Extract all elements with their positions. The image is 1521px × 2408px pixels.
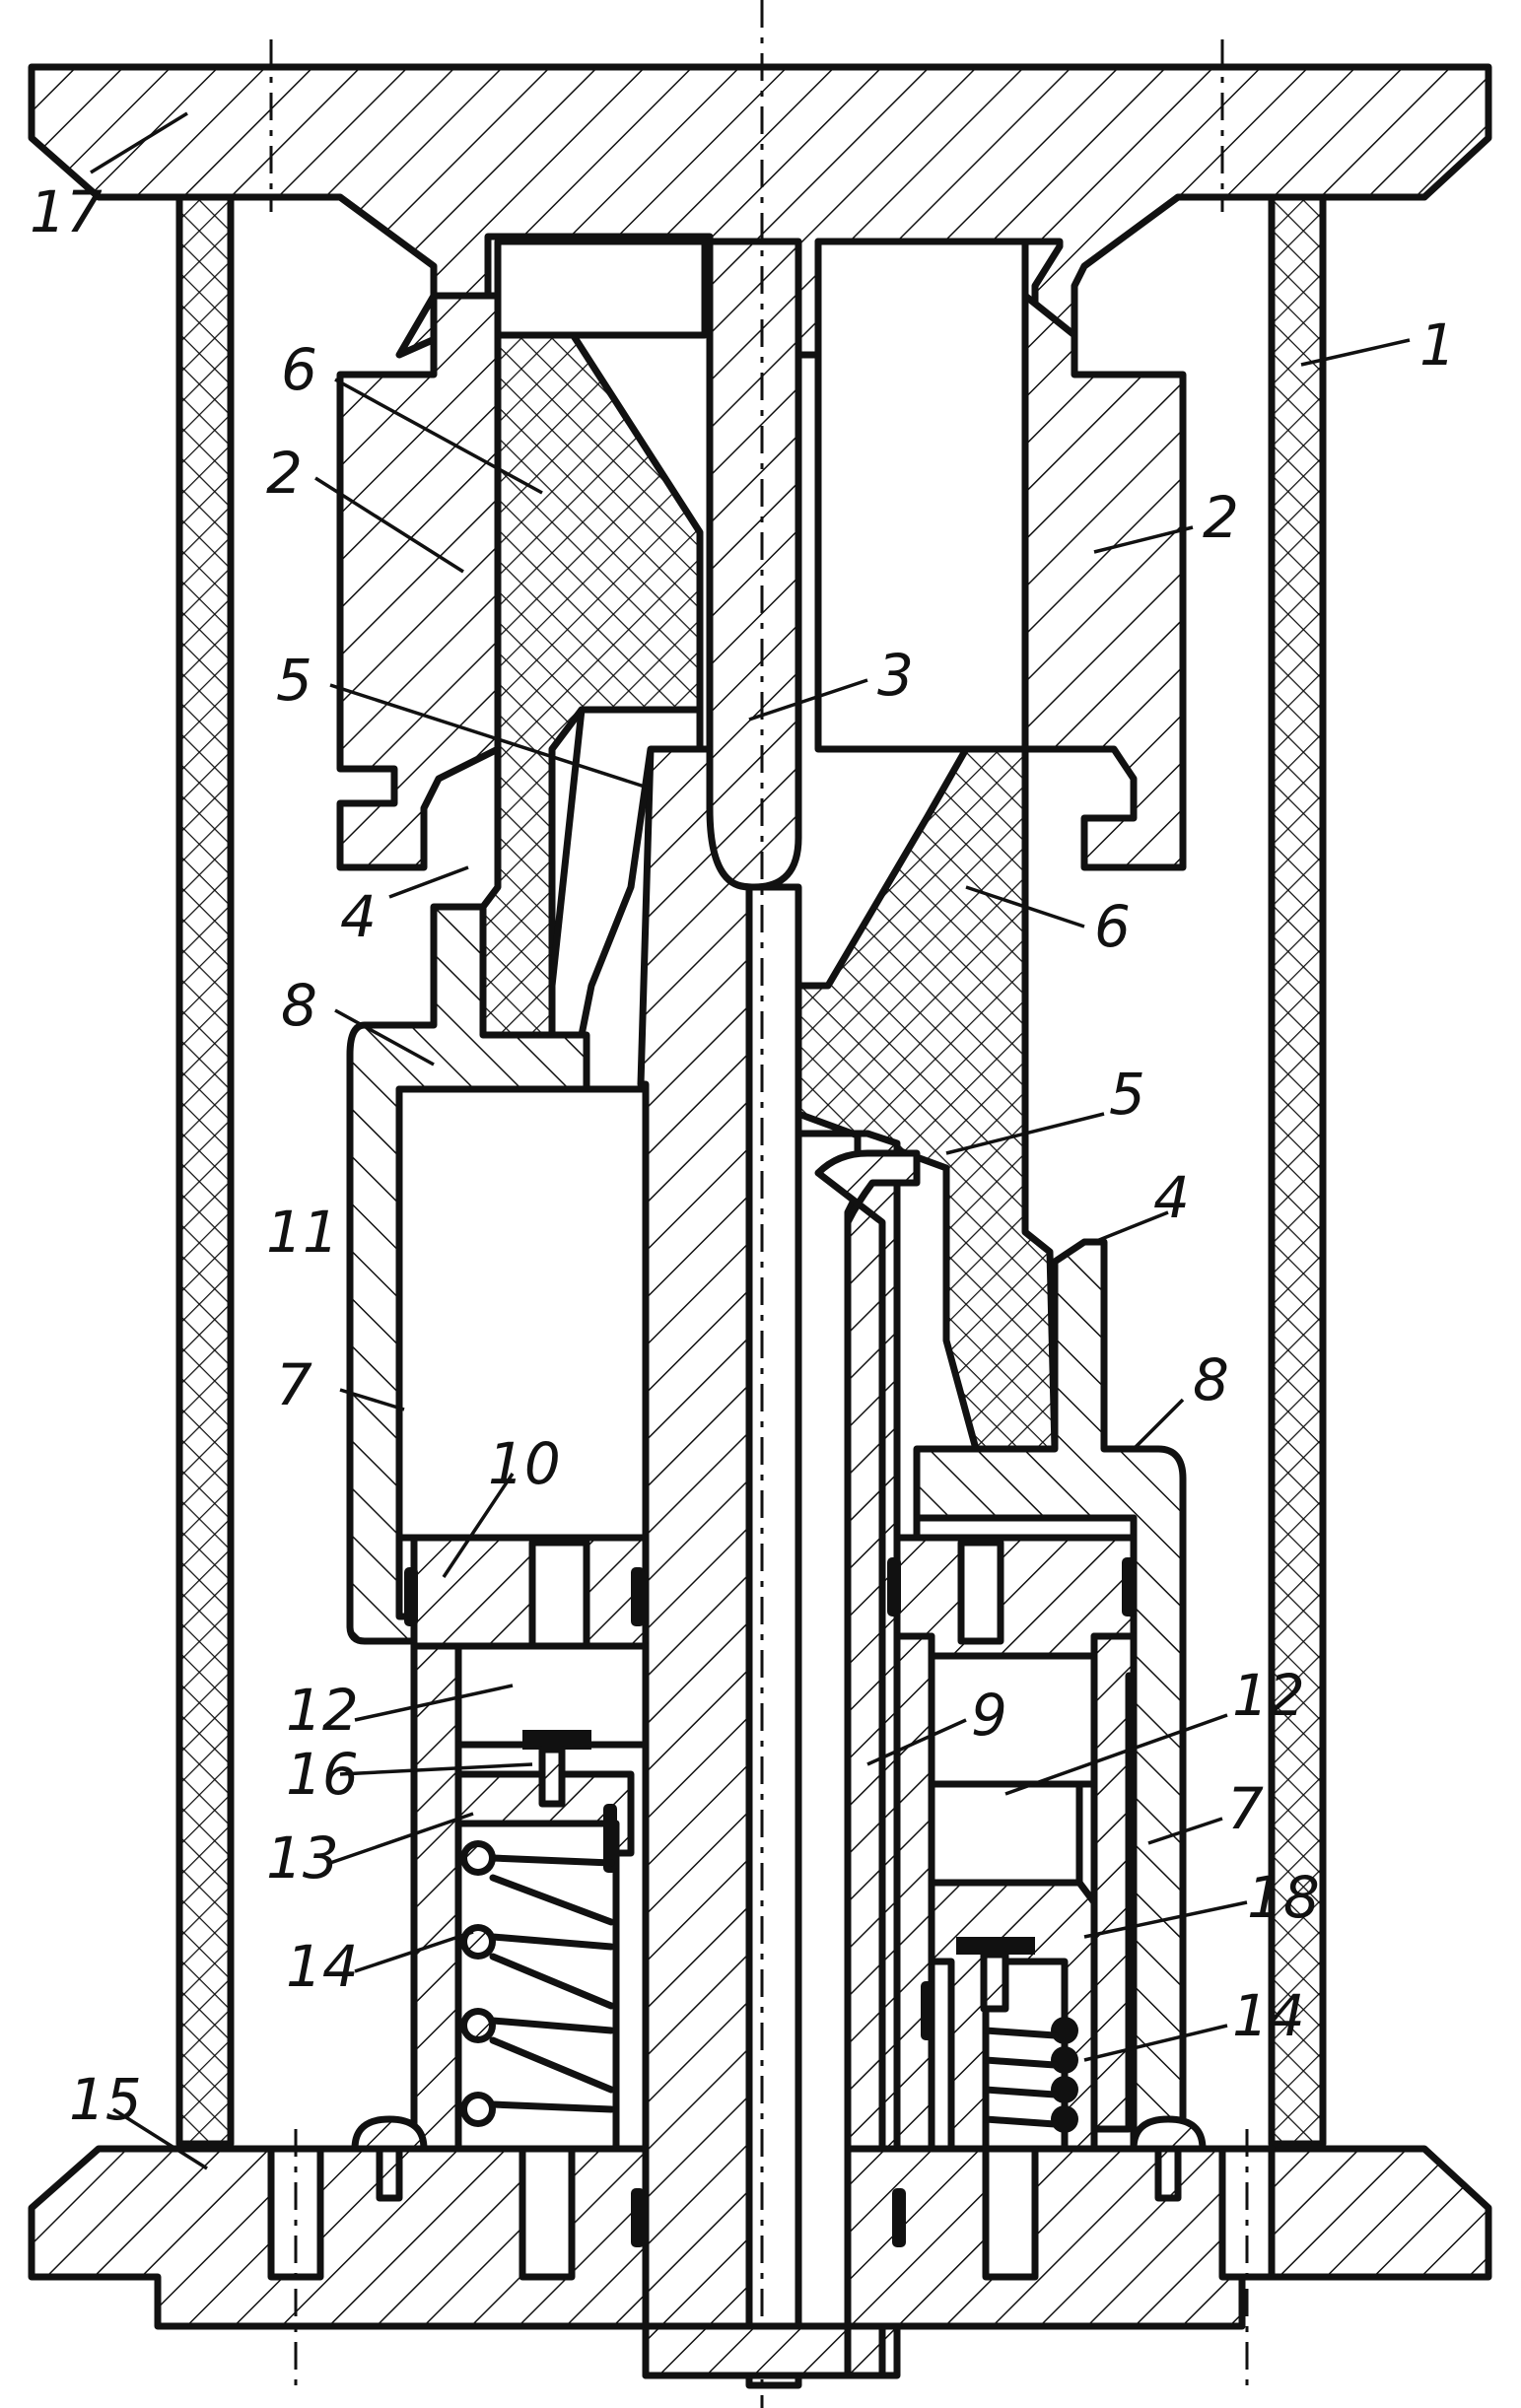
label-18: 18 [1247, 1864, 1320, 1931]
label-5-right: 5 [1109, 1061, 1145, 1128]
label-7-right: 7 [1227, 1775, 1264, 1842]
label-5-left: 5 [276, 647, 312, 714]
label-1: 1 [1419, 311, 1456, 378]
right-contact-holder [1025, 296, 1183, 867]
right-spring-cylinder [897, 1636, 1134, 2149]
label-3: 3 [877, 642, 914, 709]
left-contact-holder [340, 296, 498, 867]
label-17: 17 [30, 178, 103, 245]
label-9: 9 [971, 1682, 1007, 1749]
label-4-right: 4 [1153, 1164, 1190, 1231]
left-spring-cylinder [414, 1646, 646, 2149]
label-7-left: 7 [276, 1351, 312, 1418]
label-12-left: 12 [286, 1677, 359, 1744]
right-insulator [798, 749, 1055, 1449]
label-14-right: 14 [1232, 1982, 1305, 2049]
label-12-right: 12 [1232, 1662, 1305, 1729]
label-6-right: 6 [1094, 893, 1131, 960]
label-11: 11 [266, 1199, 339, 1266]
label-2-left: 2 [266, 440, 303, 507]
label-2-right: 2 [1203, 484, 1239, 551]
label-15: 15 [69, 2066, 142, 2133]
label-10: 10 [488, 1430, 561, 1497]
label-13: 13 [266, 1824, 339, 1892]
label-16: 16 [286, 1741, 359, 1808]
central-pin [710, 241, 798, 887]
label-8-right: 8 [1193, 1346, 1229, 1413]
label-8-left: 8 [281, 972, 317, 1039]
label-4-left: 4 [340, 883, 377, 950]
label-14-left: 14 [286, 1933, 359, 2000]
label-6-left: 6 [281, 336, 317, 403]
